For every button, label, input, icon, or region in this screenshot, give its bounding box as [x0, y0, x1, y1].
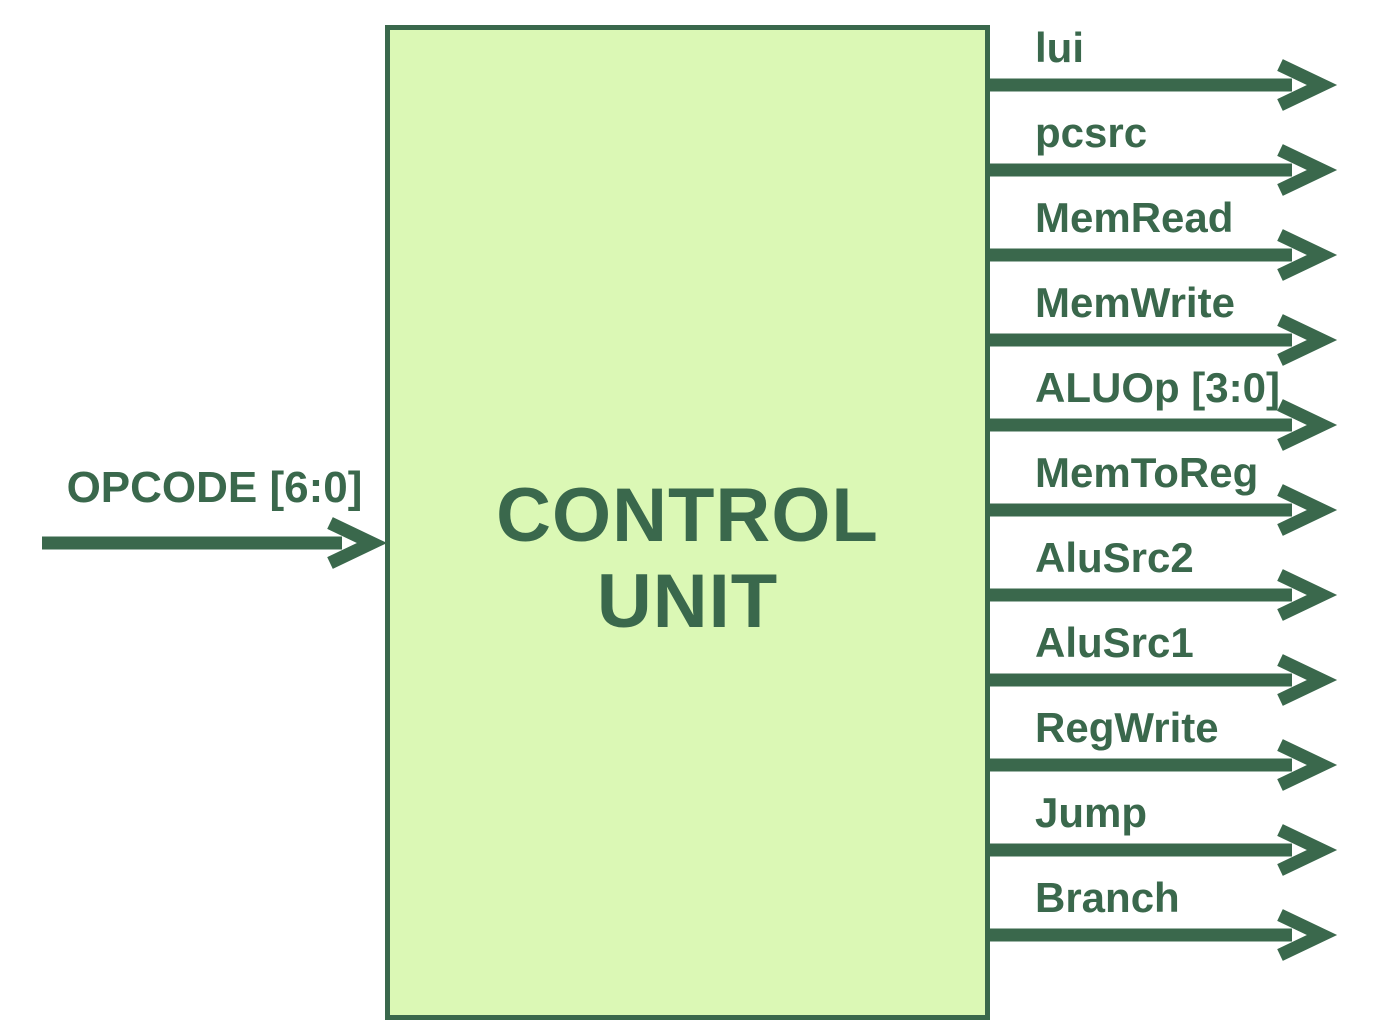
- output-signal-row: lui: [990, 7, 1340, 111]
- output-signal-row: AluSrc1: [990, 602, 1340, 706]
- output-signal-label: lui: [1035, 24, 1084, 71]
- output-signal-label: Jump: [1035, 789, 1148, 836]
- output-signal-row: RegWrite: [990, 687, 1340, 791]
- output-arrow-icon: [990, 484, 1338, 536]
- output-signal-label: AluSrc1: [1035, 619, 1194, 666]
- output-arrow-icon: [990, 399, 1338, 451]
- output-signal-label: ALUOp [3:0]: [1035, 364, 1280, 411]
- opcode-label: OPCODE [6:0]: [66, 463, 363, 512]
- output-signal-label: AluSrc2: [1035, 534, 1194, 581]
- output-signal-row: pcsrc: [990, 92, 1340, 196]
- output-arrow-icon: [990, 654, 1338, 706]
- output-arrow-icon: [990, 569, 1338, 621]
- output-arrow-icon: [990, 59, 1338, 111]
- output-arrow-icon: [990, 824, 1338, 876]
- output-signals: lui pcsrc MemRead MemWrite ALUOp [3:0]: [990, 7, 1340, 961]
- output-signal-label: pcsrc: [1035, 109, 1148, 156]
- output-signal-row: AluSrc2: [990, 517, 1340, 621]
- output-signal-label: MemToReg: [1035, 449, 1259, 496]
- output-signal-label: Branch: [1035, 874, 1180, 921]
- output-signal-row: Jump: [990, 772, 1340, 876]
- output-signal-row: MemWrite: [990, 262, 1340, 366]
- opcode-arrow-icon: [42, 517, 388, 569]
- control-unit-title: CONTROL UNIT: [496, 473, 879, 643]
- output-signal-row: MemRead: [990, 177, 1340, 281]
- output-signal-row: Branch: [990, 857, 1340, 961]
- output-arrow-icon: [990, 909, 1338, 961]
- output-arrow-icon: [990, 229, 1338, 281]
- output-signal-row: MemToReg: [990, 432, 1340, 536]
- output-signal-label: MemWrite: [1035, 279, 1235, 326]
- output-arrow-icon: [990, 739, 1338, 791]
- control-unit-title-line2: UNIT: [596, 558, 779, 644]
- output-arrow-icon: [990, 144, 1338, 196]
- input-signal-group: OPCODE [6:0]: [42, 462, 388, 569]
- output-signal-row: ALUOp [3:0]: [990, 347, 1340, 451]
- output-signal-label: RegWrite: [1035, 704, 1219, 751]
- output-arrow-icon: [990, 314, 1338, 366]
- output-signal-label: MemRead: [1035, 194, 1234, 241]
- control-unit-box: CONTROL UNIT: [385, 25, 990, 1020]
- control-unit-title-line1: CONTROL: [496, 473, 879, 559]
